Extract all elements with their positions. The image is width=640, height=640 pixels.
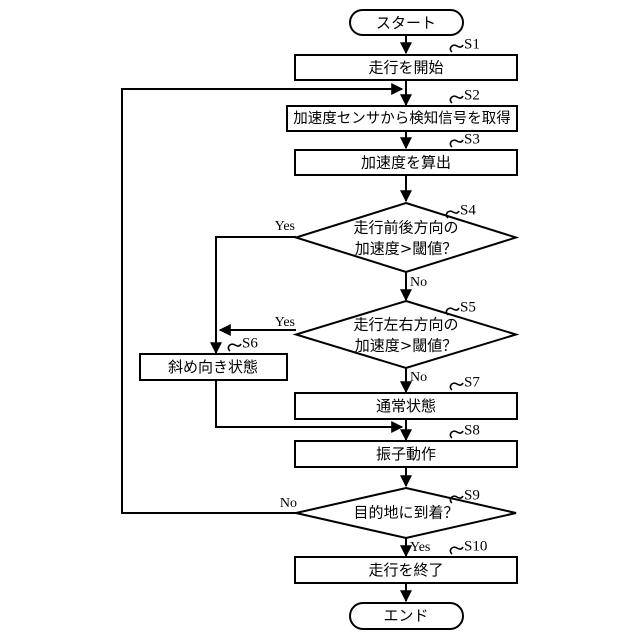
- step-label-s4: S4: [460, 202, 476, 218]
- connector-layer: [121, 35, 412, 603]
- node-s9-label: 目的地に到着？: [353, 504, 458, 522]
- step-label-s9: S9: [464, 487, 480, 503]
- node-s4-label-line1: 走行前後方向の: [353, 219, 458, 237]
- node-s4-shape: [292, 201, 520, 274]
- node-s8-label: 振子動作: [376, 445, 436, 463]
- node-s1-shape: [294, 54, 518, 81]
- node-end[interactable]: エンド: [349, 602, 464, 630]
- branch-label-s4-no: No: [410, 275, 427, 290]
- node-end-label: エンド: [383, 607, 428, 625]
- node-end-shape: [349, 602, 464, 630]
- step-label-layer: S1 S2 S3 S4 S5 S6 S7 S8 S9: [227, 36, 487, 555]
- node-s2[interactable]: 加速度センサから検知信号を取得: [286, 105, 518, 132]
- step-leader-s2: [449, 95, 464, 104]
- node-s1[interactable]: 走行を開始: [294, 54, 518, 81]
- step-leader-s9: [449, 495, 464, 504]
- node-s1-label: 走行を開始: [368, 59, 443, 77]
- step-leader-s10: [449, 546, 464, 555]
- branch-label-layer: Yes No Yes No No Yes: [275, 219, 431, 555]
- branch-label-s5-yes: Yes: [275, 315, 295, 330]
- node-s9[interactable]: 目的地に到着？: [295, 486, 517, 540]
- step-label-s10: S10: [464, 538, 487, 554]
- node-s8-shape: [294, 440, 518, 468]
- node-s10-label: 走行を終了: [368, 561, 443, 579]
- connector-s6-to-s8-spine: [215, 381, 404, 433]
- connector-s4-yes-branch: [215, 236, 296, 330]
- node-s3[interactable]: 加速度を算出: [294, 149, 518, 176]
- step-label-s5: S5: [460, 299, 476, 315]
- branch-label-s9-yes: Yes: [410, 540, 430, 555]
- node-s10-shape: [294, 556, 518, 584]
- node-s5-label-line1: 走行左右方向の: [353, 316, 458, 334]
- step-label-s1: S1: [464, 36, 480, 52]
- step-leader-s3: [449, 139, 464, 148]
- node-s8[interactable]: 振子動作: [294, 440, 518, 468]
- node-start-label: スタート: [376, 14, 436, 32]
- node-s7-label: 通常状態: [376, 397, 436, 415]
- node-s10[interactable]: 走行を終了: [294, 556, 518, 584]
- branch-label-s9-no: No: [280, 496, 297, 511]
- node-s5-label-line2: 加速度>閾値？: [355, 337, 458, 355]
- node-s6-shape: [139, 353, 288, 381]
- step-label-s2: S2: [464, 87, 480, 103]
- node-s2-shape: [286, 105, 518, 132]
- step-leader-s7: [449, 382, 464, 391]
- step-label-s6: S6: [242, 335, 258, 351]
- node-s7[interactable]: 通常状態: [294, 392, 518, 420]
- branch-label-s5-no: No: [410, 370, 427, 385]
- node-s5-shape: [292, 299, 520, 370]
- node-s2-label: 加速度センサから検知信号を取得: [293, 110, 511, 127]
- node-start-shape: [349, 9, 464, 36]
- node-s5[interactable]: 走行左右方向の 加速度>閾値？: [292, 299, 520, 370]
- node-s7-shape: [294, 392, 518, 420]
- node-s6[interactable]: 斜め向き状態: [139, 353, 288, 381]
- step-leader-s1: [449, 44, 464, 53]
- node-s4[interactable]: 走行前後方向の 加速度>閾値？: [292, 201, 520, 274]
- step-leader-s8: [449, 430, 464, 439]
- step-leader-s6: [227, 343, 242, 352]
- node-s3-shape: [294, 149, 518, 176]
- branch-label-s4-yes: Yes: [275, 219, 295, 234]
- node-start[interactable]: スタート: [349, 9, 464, 36]
- node-s3-label: 加速度を算出: [361, 154, 451, 172]
- step-leader-s5: [445, 307, 460, 316]
- step-label-s3: S3: [464, 131, 480, 147]
- node-s9-shape: [295, 486, 517, 540]
- step-label-s7: S7: [464, 374, 480, 390]
- step-label-s8: S8: [464, 422, 480, 438]
- node-s6-label: 斜め向き状態: [168, 358, 258, 376]
- node-s4-label-line2: 加速度>閾値？: [355, 240, 458, 258]
- step-leader-s4: [445, 210, 460, 219]
- connector-s9-no-loopback: [121, 83, 404, 514]
